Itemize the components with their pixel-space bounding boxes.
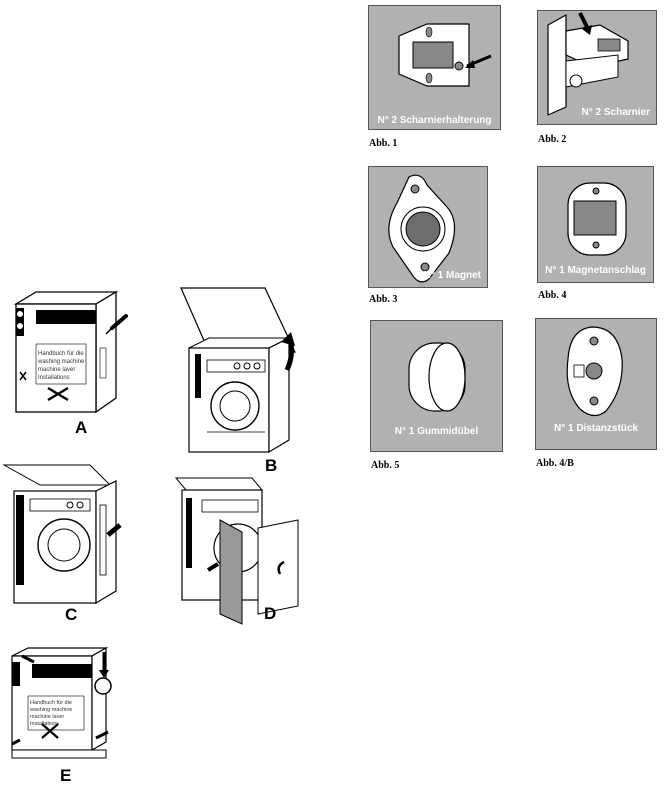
machine-label-lines: Handbuch für die washing machine machine…: [30, 700, 82, 728]
part-panel-magnet: N° 1 Magnet: [368, 166, 488, 288]
rubber-dowel-image: [408, 342, 466, 412]
label-line: Installations: [30, 721, 60, 727]
part-caption: Abb. 3: [369, 294, 398, 305]
label-line: Installations: [38, 375, 70, 381]
spacer-image: [566, 326, 623, 417]
figure-letter: A: [75, 418, 88, 437]
magnet-image: [388, 174, 456, 283]
figure-e: Handbuch für die washing machine machine…: [8, 646, 138, 786]
machine-label-lines: Handbuch für die washing machine machine…: [38, 350, 90, 382]
figure-a: Handbuch für die washing machine machine…: [8, 288, 138, 438]
figure-letter: C: [65, 605, 78, 624]
label-line: Handbuch für die: [38, 351, 84, 357]
part-label: N° 1 Distanzstück: [553, 423, 639, 434]
machine-fixing-points-illustration: [11, 646, 112, 759]
machine-box-illustration: [13, 290, 128, 414]
part-panel-spacer: N° 1 Distanzstück: [535, 318, 657, 450]
magnet-stop-image: [567, 182, 627, 256]
machine-panel-mount-illustration: [2, 464, 122, 605]
hinge-image: [547, 12, 629, 116]
part-caption: Abb. 5: [371, 460, 400, 471]
part-panel-hinge: N° 2 Scharnier: [537, 10, 657, 125]
figure-letter: D: [264, 604, 277, 623]
part-panel-hinge-bracket: N° 2 Scharnierhalterung: [368, 5, 501, 130]
part-label: N° 1 Gummidübel: [394, 426, 479, 437]
label-line: Handbuch für die: [30, 700, 72, 706]
part-caption: Abb. 1: [369, 138, 398, 149]
part-caption: Abb. 4: [538, 290, 567, 301]
part-label: N° 2 Scharnierhalterung: [377, 115, 492, 126]
part-label: N° 2 Scharnier: [581, 107, 650, 118]
part-panel-rubber-dowel: N° 1 Gummidübel: [370, 320, 503, 452]
figure-c: C: [0, 464, 140, 627]
machine-door-fitting-illustration: [174, 477, 299, 625]
label-line: machine laver: [30, 714, 65, 720]
part-label: N° 1 Magnetanschlag: [545, 265, 646, 276]
hinge-bracket-image: [398, 23, 492, 87]
label-line: washing machine: [38, 359, 85, 365]
label-line: machine laver: [38, 367, 76, 373]
machine-lid-open-illustration: [180, 287, 296, 454]
figure-d: D: [172, 477, 322, 628]
figure-b: B: [175, 282, 310, 475]
part-label: N° 1 Magnet: [423, 270, 481, 281]
part-panel-magnet-stop: N° 1 Magnetanschlag: [537, 166, 654, 283]
figure-letter: B: [265, 456, 278, 475]
part-caption: Abb. 4/B: [536, 458, 574, 469]
part-caption: Abb. 2: [538, 134, 567, 145]
figure-letter: E: [60, 766, 72, 785]
label-line: washing machine: [30, 707, 73, 713]
